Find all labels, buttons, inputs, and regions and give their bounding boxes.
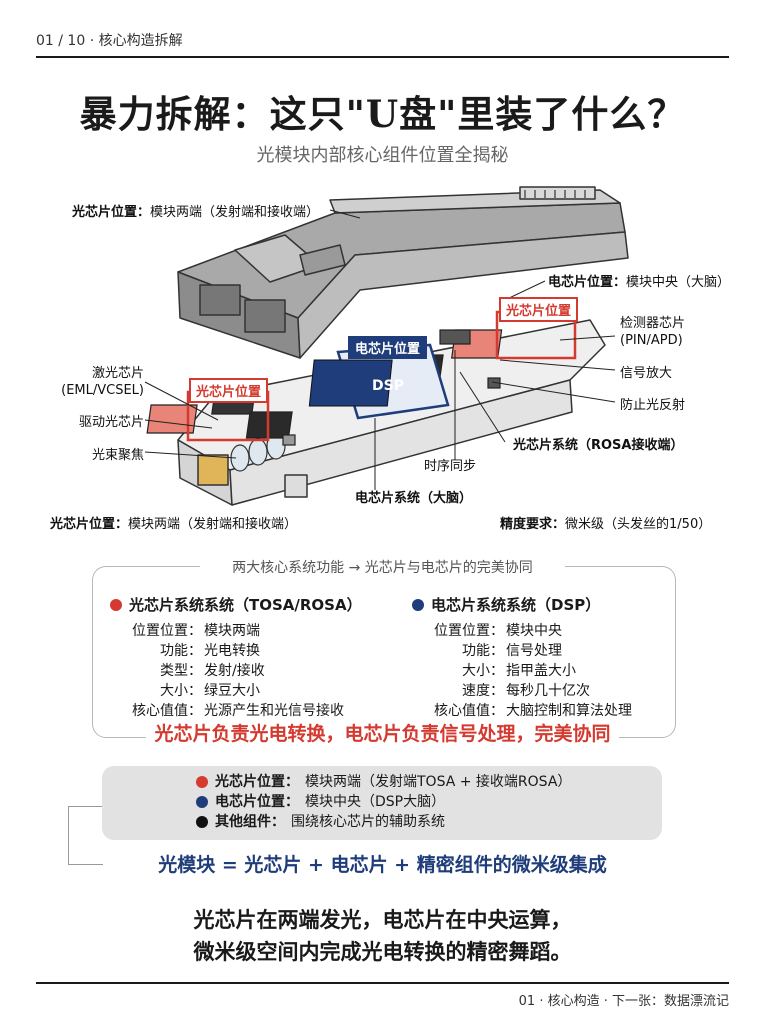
driver-chip-label: 驱动光芯片 [78, 415, 144, 430]
position-summary-box [102, 766, 662, 840]
optical-system-column: 光芯片系统系统（TOSA/ROSA） 位置位置：模块两端 功能：光电转换 类型：… [110, 594, 400, 721]
optical-row: 类型：发射/接收 [160, 663, 265, 679]
dsp-chip-label: DSP [372, 378, 404, 394]
bottom-rule [36, 982, 729, 984]
electrical-system-column: 电芯片系统系统（DSP） 位置位置：模块中央 功能：信号处理 大小：指甲盖大小 … [412, 594, 672, 721]
blue-dot-icon [196, 796, 208, 808]
electrical-row: 位置位置：模块中央 [434, 623, 562, 639]
functions-section-title: 两大核心系统功能 → 光芯片与电芯片的完美协同 [232, 560, 533, 576]
collaboration-summary: 光芯片负责光电转换，电芯片负责信号处理，完美协同 [0, 719, 765, 746]
integration-formula: 光模块 = 光芯片 + 电芯片 + 精密组件的微米级集成 [0, 850, 765, 877]
summary-line-electrical: 电芯片位置：模块中央（DSP大脑） [196, 792, 571, 812]
beam-focus-label: 光束聚焦 [91, 448, 144, 463]
anti-reflection-label: 防止光反射 [620, 398, 686, 413]
detector-chip-label: 检测器芯片(PIN/APD) [620, 316, 686, 348]
top-rule [36, 56, 729, 58]
optical-row: 功能：光电转换 [160, 643, 260, 659]
optical-module-illustration: DSP [144, 186, 629, 506]
page-subtitle: 光模块内部核心组件位置全揭秘 [256, 145, 509, 166]
red-dot-icon [110, 598, 122, 611]
closing-statement: 光芯片在两端发光，电芯片在中央运算， 微米级空间内完成光电转换的精密舞蹈。 [193, 907, 572, 964]
leader-lines [144, 209, 616, 490]
optical-row: 大小：绿豆大小 [160, 683, 260, 699]
optical-position-bottom-label: 光芯片位置：模块两端（发射端和接收端） [50, 517, 298, 532]
summary-line-optical: 光芯片位置：模块两端（发射端TOSA + 接收端ROSA） [196, 772, 571, 792]
electrical-row: 大小：指甲盖大小 [462, 663, 576, 679]
electrical-system-heading: 电芯片系统系统（DSP） [412, 594, 672, 615]
optical-row: 位置位置：模块两端 [132, 623, 260, 639]
position-summary-lines: 光芯片位置：模块两端（发射端TOSA + 接收端ROSA） 电芯片位置：模块中央… [196, 772, 571, 832]
summary-bracket [68, 806, 103, 865]
optical-row: 核心值值：光源产生和光信号接收 [132, 703, 344, 719]
summary-line-other: 其他组件：围绕核心芯片的辅助系统 [196, 812, 571, 832]
signal-amplify-label: 信号放大 [620, 366, 673, 381]
electrical-tag: 电芯片位置 [348, 336, 428, 359]
electrical-row: 核心值值：大脑控制和算法处理 [434, 703, 632, 719]
lens-array [230, 432, 286, 472]
footer-nav: 01 · 核心构造 · 下一张：数据漂流记 [518, 994, 729, 1009]
page-indicator: 01 / 10 · 核心构造拆解 [36, 33, 183, 49]
precision-label: 精度要求：微米级（头发丝的1/50） [500, 517, 712, 532]
dsp-chip [308, 359, 393, 407]
electrical-position-right-label: 电芯片位置：模块中央（大脑） [548, 275, 731, 290]
optical-tag-right: 光芯片位置 [499, 297, 579, 322]
rosa-system-label: 光芯片系统（ROSA接收端） [513, 438, 684, 453]
blue-dot-icon [412, 598, 424, 611]
black-dot-icon [196, 816, 208, 828]
summary-bracket-top [68, 806, 102, 807]
laser-chip-label: 激光芯片(EML/VCSEL) [61, 366, 144, 398]
page-title: 暴力拆解：这只"U盘"里装了什么？ [79, 92, 686, 136]
red-dot-icon [196, 776, 208, 788]
electrical-system-label: 电芯片系统（大脑） [355, 491, 473, 506]
optical-system-heading: 光芯片系统系统（TOSA/ROSA） [110, 594, 400, 615]
metal-housing [177, 186, 629, 359]
optical-position-top-label: 光芯片位置：模块两端（发射端和接收端） [72, 205, 320, 220]
electrical-row: 速度：每秒几十亿次 [462, 683, 590, 699]
panel-title-gap [200, 560, 565, 574]
timing-sync-label: 时序同步 [424, 459, 477, 474]
electrical-row: 功能：信号处理 [462, 643, 562, 659]
optical-tag-left: 光芯片位置 [189, 378, 269, 403]
